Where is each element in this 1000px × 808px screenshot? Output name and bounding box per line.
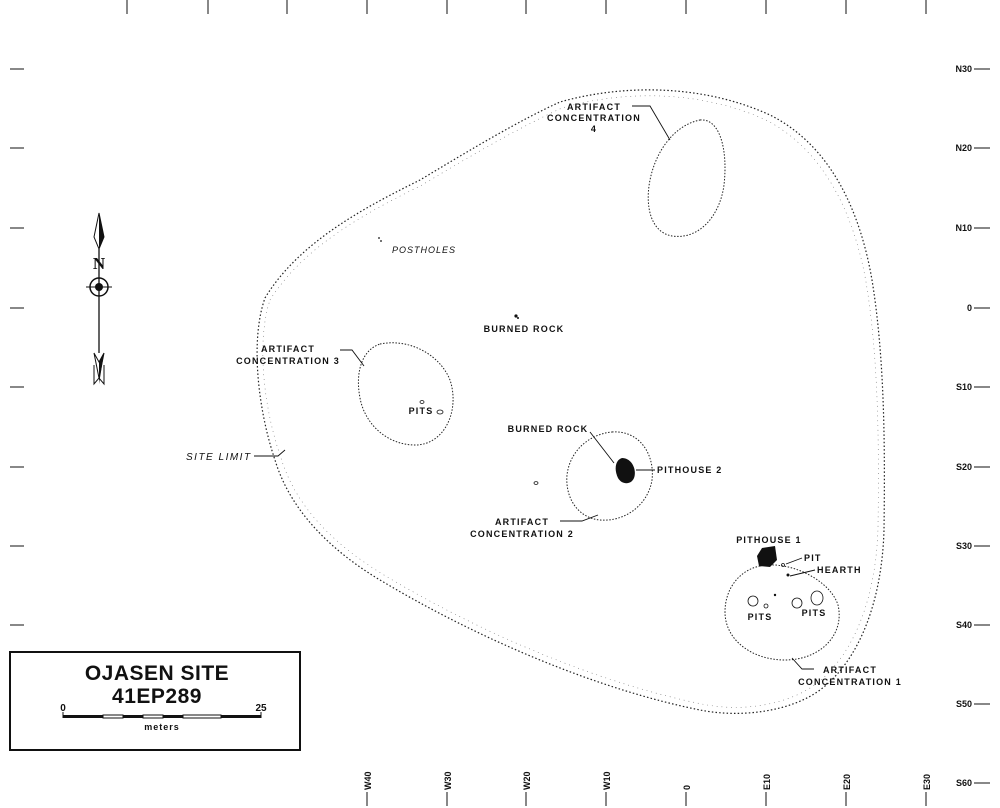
- burned-rock-pithouse-leader: [589, 431, 615, 464]
- site-name: OJASEN SITE: [85, 662, 229, 685]
- conc4-label-line3: 4: [591, 124, 597, 134]
- conc1-pits-left-label: PITS: [748, 612, 773, 622]
- pit-leader: [785, 557, 803, 565]
- burned-rock-center: BURNED ROCK: [484, 314, 565, 334]
- site-limit-leader: [254, 449, 286, 457]
- northing-label: N20: [955, 143, 972, 153]
- pit-mark: [436, 409, 444, 415]
- easting-label: W40: [363, 771, 373, 790]
- pit-mark: [773, 593, 777, 597]
- conc3-pits-label: PITS: [409, 406, 434, 416]
- easting-label: W30: [443, 771, 453, 790]
- postholes-label: POSTHOLES: [392, 245, 456, 255]
- artifact-concentration-2: BURNED ROCK PITHOUSE 2 ARTIFACT CONCENTR…: [470, 424, 723, 539]
- conc1-label-line1: ARTIFACT: [823, 665, 877, 675]
- site-limit-label-group: SITE LIMIT: [186, 449, 286, 463]
- northing-label: S50: [956, 699, 972, 709]
- artifact-concentration-4: ARTIFACT CONCENTRATION 4: [547, 102, 726, 237]
- top-border-ticks: [126, 0, 927, 14]
- pit-mark: [781, 563, 785, 567]
- northing-label: S40: [956, 620, 972, 630]
- north-arrow-icon: N: [86, 212, 112, 386]
- pit-label: PIT: [804, 553, 822, 563]
- northing-label: N10: [955, 223, 972, 233]
- northing-label: S20: [956, 462, 972, 472]
- left-border-ticks: [10, 68, 24, 626]
- site-limit-label: SITE LIMIT: [186, 452, 252, 463]
- postholes: POSTHOLES: [378, 237, 456, 255]
- conc1-leader: [791, 657, 814, 670]
- easting-label: W10: [602, 771, 612, 790]
- conc1-pits-right-label: PITS: [802, 608, 827, 618]
- hearth-leader: [789, 569, 816, 577]
- pit-mark: [533, 481, 539, 485]
- pit-mark: [419, 400, 425, 404]
- pithouse-2-label: PITHOUSE 2: [657, 465, 723, 475]
- northing-label: 0: [967, 303, 972, 313]
- northing-label: S30: [956, 541, 972, 551]
- easting-label: W20: [522, 771, 532, 790]
- artifact-concentration-1: PITHOUSE 1 PIT HEARTH PITS PITS ARTIFACT…: [724, 535, 902, 687]
- hearth-label: HEARTH: [817, 565, 862, 575]
- conc2-leader: [560, 514, 599, 522]
- burned-rock-label: BURNED ROCK: [484, 324, 565, 334]
- pit-mark: [791, 597, 803, 609]
- pithouse-1-feature: [757, 546, 777, 567]
- pit-mark: [810, 590, 824, 606]
- conc2-label-line2: CONCENTRATION 2: [470, 529, 574, 539]
- conc1-label-line2: CONCENTRATION 1: [798, 677, 902, 687]
- northing-label: S60: [956, 778, 972, 788]
- conc2-label-line1: ARTIFACT: [495, 517, 549, 527]
- conc4-label-line1: ARTIFACT: [567, 102, 621, 112]
- northing-label: N30: [955, 64, 972, 74]
- site-number: 41EP289: [112, 685, 202, 708]
- scale-unit-label: meters: [144, 722, 180, 732]
- scale-end-label: 25: [255, 703, 267, 714]
- conc4-leader: [632, 105, 671, 141]
- conc3-leader: [340, 349, 365, 367]
- scale-bar: [62, 712, 262, 719]
- pithouse-1-label: PITHOUSE 1: [736, 535, 802, 545]
- easting-axis: W40 W30 W20 W10 0 E10 E20 E30: [363, 771, 932, 806]
- northing-label: S10: [956, 382, 972, 392]
- easting-label: 0: [682, 785, 692, 790]
- pit-mark: [763, 603, 769, 609]
- northing-axis: N30 N20 N10 0 S10 S20 S30 S40 S50 S60: [955, 64, 990, 788]
- easting-label: E10: [762, 774, 772, 790]
- pit-mark: [747, 595, 759, 607]
- scale-start-label: 0: [60, 703, 66, 714]
- conc3-label-line1: ARTIFACT: [261, 344, 315, 354]
- conc3-label-line2: CONCENTRATION 3: [236, 356, 340, 366]
- easting-label: E30: [922, 774, 932, 790]
- site-limit-boundary: [256, 89, 885, 714]
- pithouse-2-feature: [615, 458, 635, 484]
- easting-label: E20: [842, 774, 852, 790]
- artifact-concentration-3: ARTIFACT CONCENTRATION 3 PITS: [236, 342, 454, 446]
- north-label: N: [93, 254, 106, 273]
- burned-rock-pithouse-label: BURNED ROCK: [508, 424, 589, 434]
- hearth-mark: [786, 573, 790, 577]
- conc4-label-line2: CONCENTRATION: [547, 113, 641, 123]
- title-box: OJASEN SITE 41EP289 0 25 meters: [9, 651, 301, 751]
